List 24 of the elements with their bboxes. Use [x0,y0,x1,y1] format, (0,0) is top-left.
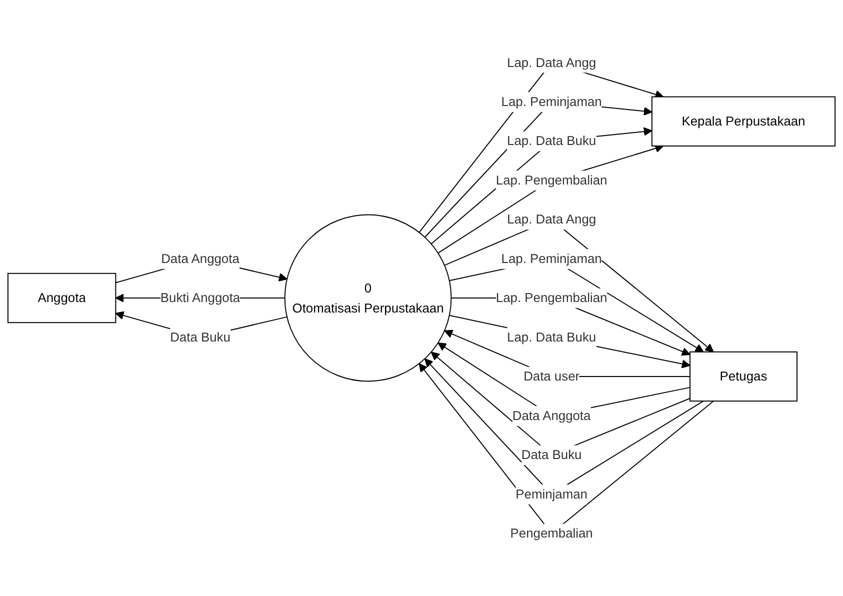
edge-label: Data Buku [521,447,582,462]
arrow [450,298,690,356]
arrow [438,144,664,254]
edge-label: Lap. Pengembalian [496,290,608,306]
arrow [430,127,652,244]
edge-label: Lap. Data Angg [507,212,596,227]
node-box: Kepala Perpustakaan [651,96,836,146]
node-box: Anggota [7,272,116,324]
arrow [448,314,690,368]
edge-label: Data user [524,368,580,384]
edge-label: Bukti Anggota [160,290,240,306]
edge-label: Lap. Peminjaman [501,251,602,266]
edge-label: Lap. Data Buku [507,330,596,344]
edge-label: Lap. Pengembalian [496,172,608,188]
node-box: Petugas [690,351,798,402]
edge-label: Lap. Data Buku [507,133,596,148]
edge-label: Pengembalian [510,526,593,541]
edge-label: Lap. Data Angg [507,54,596,70]
edge-label: Peminjaman [516,486,588,502]
edge-label: Data Anggota [161,251,240,266]
node-circle: 0 Otomatisasi Perpustakaan [284,214,452,382]
edge-label: Lap. Peminjaman [501,94,602,109]
edge-label: Data Anggota [512,408,591,423]
edge-label: Data Buku [170,330,230,344]
